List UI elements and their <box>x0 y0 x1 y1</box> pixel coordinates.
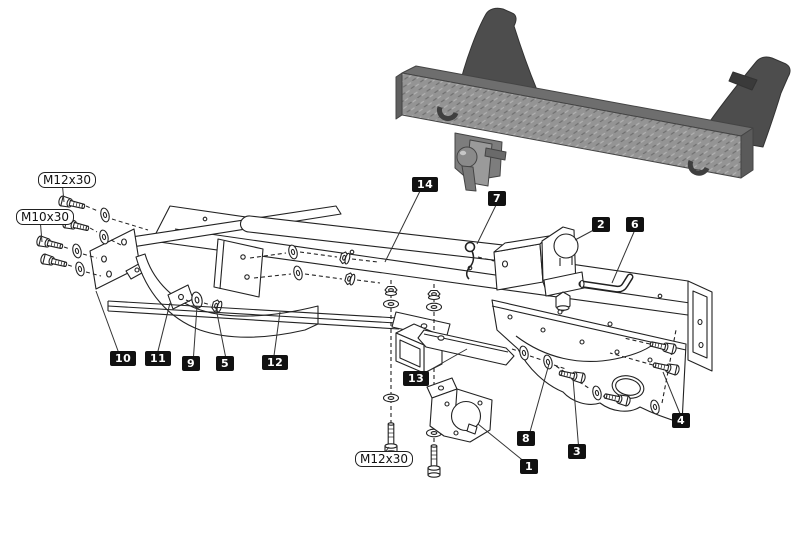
center-fastener-stacks <box>382 280 443 478</box>
beam-left-cap <box>395 72 403 120</box>
towbar-left-arm <box>457 7 538 100</box>
mounted-ball-hitch <box>454 132 507 192</box>
socket-bracket-part-1 <box>426 377 493 443</box>
brace-part-12 <box>107 300 451 340</box>
right-side-bracket <box>491 299 687 424</box>
center-bracket-fasteners <box>213 238 381 298</box>
left-hook <box>436 106 459 122</box>
link-plate-part-13 <box>417 329 515 366</box>
hitch-pin-part-6 <box>578 273 634 293</box>
r-clip-part-7 <box>464 241 495 280</box>
right-hook <box>687 160 710 176</box>
right-fasteners <box>511 329 681 416</box>
assembled-towbar-photo <box>395 7 791 192</box>
ball-mount-part-2 <box>493 226 585 312</box>
beam-end-cap <box>740 127 754 179</box>
towbar-arm-tab <box>728 71 758 91</box>
washer-part-9-nut-part-5 <box>185 291 224 314</box>
left-bolts-m12-m10 <box>35 194 149 278</box>
